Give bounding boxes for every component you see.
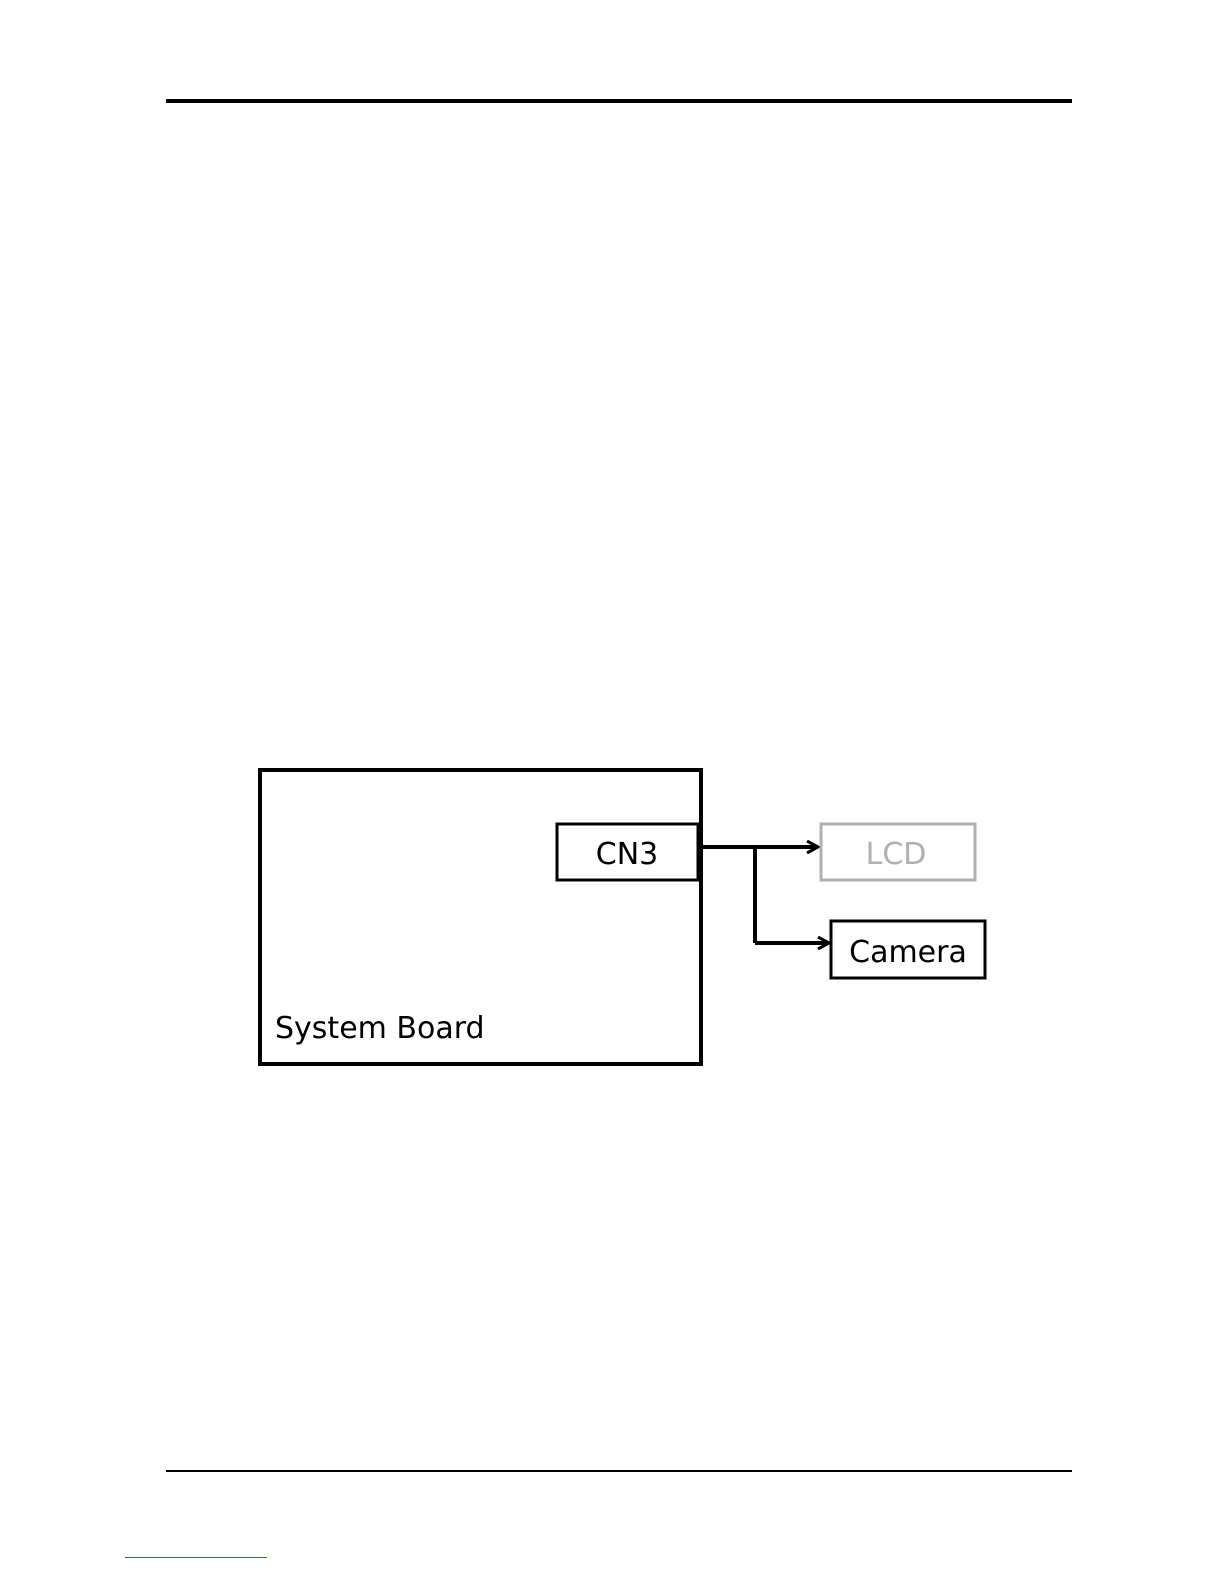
footer-link-underline	[125, 1557, 267, 1558]
camera-label: Camera	[849, 935, 967, 970]
lcd-label: LCD	[866, 837, 927, 872]
connector-cn3-label: CN3	[596, 837, 658, 872]
footer-rule	[166, 1470, 1072, 1472]
system-board-label: System Board	[275, 1011, 485, 1046]
